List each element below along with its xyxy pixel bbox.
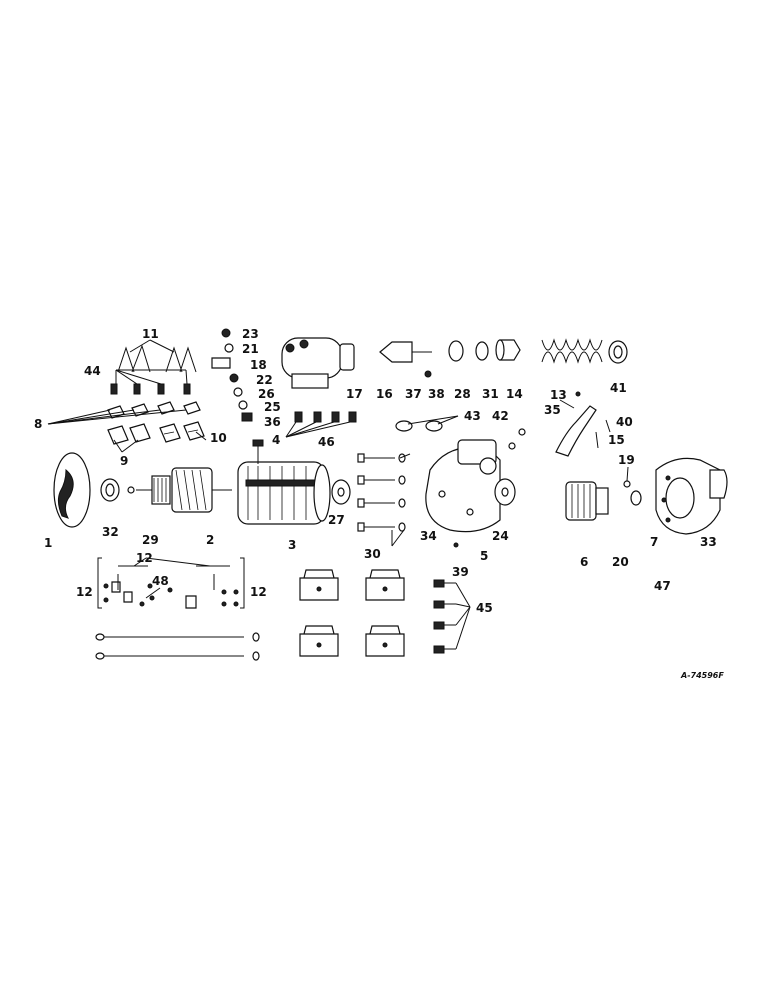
part-ball bbox=[453, 542, 459, 548]
callout-5: 5 bbox=[480, 549, 488, 563]
callout-20: 19 bbox=[618, 453, 635, 467]
part-cap bbox=[608, 340, 628, 364]
callout-17: 16 bbox=[376, 387, 393, 401]
callout-12-left: 12 bbox=[76, 585, 93, 599]
part-small-washers bbox=[508, 428, 526, 450]
leader-lines bbox=[47, 339, 629, 650]
callout-31: 30 bbox=[364, 547, 381, 561]
callout-44: 43 bbox=[464, 409, 481, 423]
part-solenoid bbox=[281, 337, 355, 389]
callout-28: 27 bbox=[328, 513, 345, 527]
callout-labels: 11 44 8 9 10 1 32 29 2 3 4 23 21 18 22 2… bbox=[34, 327, 724, 680]
callout-2: 2 bbox=[206, 533, 214, 547]
callout-3: 3 bbox=[288, 538, 296, 552]
reference-code: A-74596F bbox=[680, 671, 724, 680]
part-armature bbox=[136, 467, 232, 513]
callout-49: 48 bbox=[152, 574, 169, 588]
callout-48: 47 bbox=[654, 579, 671, 593]
callout-16: 15 bbox=[608, 433, 625, 447]
part-boot bbox=[495, 339, 521, 361]
part-pins bbox=[595, 419, 611, 449]
callout-23: 22 bbox=[256, 373, 273, 387]
callout-34: 33 bbox=[700, 535, 717, 549]
part-bushing bbox=[100, 478, 120, 502]
callout-35: 34 bbox=[420, 529, 437, 543]
part-thrust-washer bbox=[331, 479, 351, 505]
part-brush-holders bbox=[107, 421, 205, 445]
callout-13: 12 bbox=[136, 551, 153, 565]
part-long-bolts bbox=[95, 632, 260, 661]
part-spring bbox=[541, 338, 603, 364]
callout-24: 23 bbox=[242, 327, 259, 341]
callout-21: 20 bbox=[612, 555, 629, 569]
part-terminal-hardware bbox=[211, 328, 253, 422]
callout-41: 40 bbox=[616, 415, 633, 429]
part-retainer-collar bbox=[623, 480, 642, 506]
callout-22: 21 bbox=[242, 342, 259, 356]
part-screws-46 bbox=[433, 579, 456, 654]
callout-4: 4 bbox=[272, 433, 280, 447]
part-brush-blocks bbox=[299, 569, 405, 657]
callout-1: 1 bbox=[44, 536, 52, 550]
part-nose-housing bbox=[655, 457, 728, 535]
part-plunger bbox=[379, 341, 432, 363]
part-washer-small bbox=[127, 486, 135, 494]
callout-45: 44 bbox=[84, 364, 101, 378]
callout-27: 26 bbox=[258, 387, 275, 401]
callout-11: 11 bbox=[142, 327, 159, 341]
part-drive-pinion bbox=[565, 481, 609, 521]
part-shift-lever bbox=[555, 391, 597, 457]
callout-9: 9 bbox=[120, 454, 128, 468]
callout-36: 35 bbox=[544, 403, 561, 417]
part-screw-38 bbox=[424, 370, 432, 378]
callout-42: 41 bbox=[610, 381, 627, 395]
callout-40: 39 bbox=[452, 565, 469, 579]
callout-6: 6 bbox=[580, 555, 588, 569]
callout-25: 24 bbox=[492, 529, 509, 543]
part-brush-springs bbox=[117, 344, 197, 373]
part-brush-plate-hardware bbox=[97, 557, 245, 609]
callout-29: 28 bbox=[454, 387, 471, 401]
callout-32: 31 bbox=[482, 387, 499, 401]
callout-46: 45 bbox=[476, 601, 493, 615]
part-brush-screws bbox=[110, 383, 191, 395]
callout-47: 46 bbox=[318, 435, 335, 449]
callout-14: 13 bbox=[550, 388, 567, 402]
callout-30: 29 bbox=[142, 533, 159, 547]
callout-18: 17 bbox=[346, 387, 363, 401]
callout-12-right: 12 bbox=[250, 585, 267, 599]
callout-38: 37 bbox=[405, 387, 422, 401]
callout-19: 18 bbox=[250, 358, 267, 372]
part-terminal-stud bbox=[252, 439, 264, 464]
part-drive-housing bbox=[425, 439, 501, 533]
part-through-bolts bbox=[357, 453, 406, 532]
callout-39: 38 bbox=[428, 387, 445, 401]
part-end-plate bbox=[53, 452, 91, 528]
callout-15: 14 bbox=[506, 387, 523, 401]
part-gasket bbox=[494, 478, 516, 506]
callout-26: 25 bbox=[264, 400, 281, 414]
callout-43: 42 bbox=[492, 409, 509, 423]
callout-7: 7 bbox=[650, 535, 658, 549]
callout-10: 10 bbox=[210, 431, 227, 445]
part-screws-47 bbox=[294, 411, 357, 423]
part-brushes bbox=[107, 401, 201, 419]
callout-37: 36 bbox=[264, 415, 281, 429]
part-field-frame bbox=[237, 461, 331, 525]
callout-8: 8 bbox=[34, 417, 42, 431]
callout-33: 32 bbox=[102, 525, 119, 539]
part-rings bbox=[448, 340, 489, 362]
